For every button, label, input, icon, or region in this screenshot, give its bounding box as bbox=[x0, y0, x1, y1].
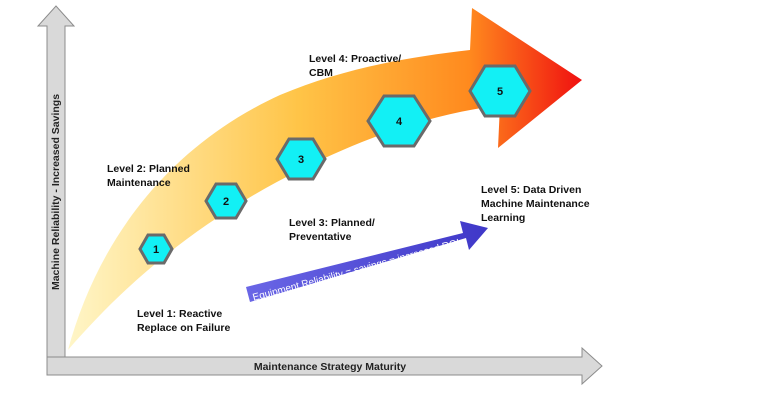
level-3-number: 3 bbox=[298, 154, 304, 166]
level-3-hexagon: 3 bbox=[275, 137, 327, 181]
level-4-hexagon-shape bbox=[366, 94, 432, 148]
roi-arrow-text: Equipment Reliability = savings = increa… bbox=[252, 238, 462, 304]
level-3-label-line2: Preventative bbox=[289, 231, 352, 243]
level-3-label-line1: Level 3: Planned/ bbox=[289, 217, 375, 229]
level-5-label-line1: Level 5: Data Driven bbox=[481, 184, 582, 196]
level-2-label: Level 2: Planned Maintenance bbox=[107, 162, 190, 190]
level-3-hexagon-shape bbox=[275, 137, 327, 181]
level-2-label-line2: Maintenance bbox=[107, 177, 171, 189]
level-1-hexagon-shape bbox=[138, 233, 174, 265]
level-5-hexagon-shape bbox=[468, 64, 532, 118]
level-2-hexagon-shape bbox=[204, 182, 248, 220]
level-1-number: 1 bbox=[153, 244, 159, 256]
level-1-label-line2: Replace on Failure bbox=[137, 322, 231, 334]
level-5-label-line2: Machine Maintenance bbox=[481, 198, 590, 210]
level-4-label-line1: Level 4: Proactive/ bbox=[309, 53, 402, 65]
level-2-number: 2 bbox=[223, 196, 229, 208]
level-3-label: Level 3: Planned/ Preventative bbox=[289, 216, 375, 244]
level-1-label-line1: Level 1: Reactive bbox=[137, 308, 223, 320]
level-2-hexagon: 2 bbox=[204, 182, 248, 220]
level-1-hexagon: 1 bbox=[138, 233, 174, 265]
level-2-label-line1: Level 2: Planned bbox=[107, 163, 190, 175]
level-4-label-line2: CBM bbox=[309, 67, 333, 79]
level-5-label-line3: Learning bbox=[481, 212, 526, 224]
level-1-label: Level 1: Reactive Replace on Failure bbox=[137, 307, 230, 335]
y-axis-arrow bbox=[36, 5, 76, 376]
level-5-number: 5 bbox=[497, 86, 503, 98]
level-4-hexagon: 4 bbox=[366, 94, 432, 148]
x-axis-arrow bbox=[46, 346, 603, 386]
y-axis-label: Machine Reliability - Increased Savings bbox=[50, 94, 62, 290]
roi-arrow-shape bbox=[246, 221, 488, 302]
level-5-hexagon: 5 bbox=[468, 64, 532, 118]
x-axis-label: Maintenance Strategy Maturity bbox=[254, 361, 406, 373]
level-5-label: Level 5: Data Driven Machine Maintenance… bbox=[481, 183, 590, 225]
growth-arrow bbox=[68, 8, 582, 350]
level-4-label: Level 4: Proactive/ CBM bbox=[309, 52, 401, 80]
level-4-number: 4 bbox=[396, 116, 403, 128]
